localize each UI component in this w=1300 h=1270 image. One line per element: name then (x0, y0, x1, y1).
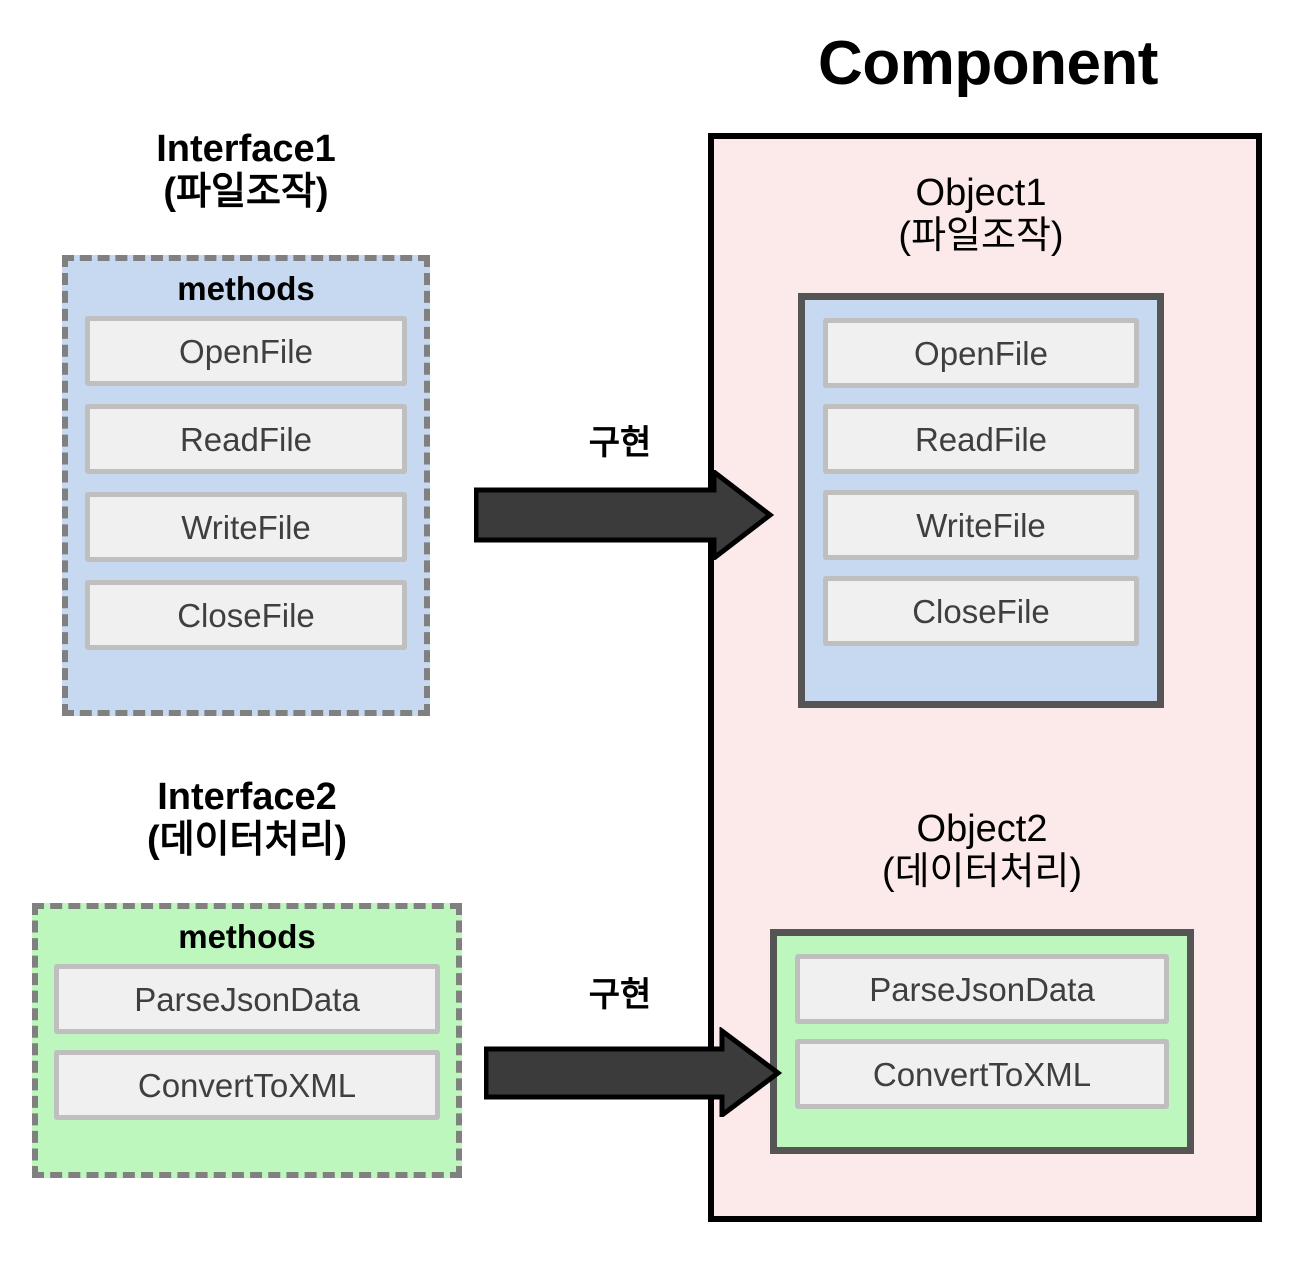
interface2-methods-label: methods (178, 918, 316, 955)
interface1-method-closefile[interactable]: CloseFile (85, 580, 407, 650)
interface2-title: Interface2 (데이터처리) (32, 776, 462, 861)
object2-title-line2: (데이터처리) (881, 850, 1083, 893)
object1-method-closefile[interactable]: CloseFile (823, 576, 1139, 646)
interface1-title-line2: (파일조작) (163, 170, 329, 213)
object2-method-parsejsondata[interactable]: ParseJsonData (795, 954, 1169, 1024)
object1-title-line2: (파일조작) (898, 214, 1064, 257)
interface1-method-writefile[interactable]: WriteFile (85, 492, 407, 562)
object2-box: ParseJsonData ConvertToXML (770, 929, 1194, 1154)
interface2-box: methods ParseJsonData ConvertToXML (32, 903, 462, 1178)
object1-box: OpenFile ReadFile WriteFile CloseFile (798, 293, 1164, 708)
object1-method-writefile[interactable]: WriteFile (823, 490, 1139, 560)
interface1-title-line1: Interface1 (156, 128, 336, 170)
object1-method-readfile[interactable]: ReadFile (823, 404, 1139, 474)
interface1-methods-label: methods (177, 270, 315, 307)
interface2-title-line2: (데이터처리) (146, 818, 348, 861)
object1-title-line1: Object1 (915, 172, 1047, 214)
object2-method-converttoxml[interactable]: ConvertToXML (795, 1039, 1169, 1109)
interface1-method-openfile[interactable]: OpenFile (85, 316, 407, 386)
object1-method-openfile[interactable]: OpenFile (823, 318, 1139, 388)
component-title: Component (818, 29, 1158, 98)
interface1-box: methods OpenFile ReadFile WriteFile Clos… (62, 255, 430, 716)
interface2-title-line1: Interface2 (157, 776, 337, 818)
object2-title: Object2 (데이터처리) (770, 808, 1194, 893)
interface2-method-parsejsondata[interactable]: ParseJsonData (54, 964, 440, 1034)
arrow1-label: 구현 (588, 424, 652, 462)
interface2-method-converttoxml[interactable]: ConvertToXML (54, 1050, 440, 1120)
interface1-title: Interface1 (파일조작) (62, 128, 430, 213)
implements-arrow-1 (474, 470, 774, 560)
interface1-method-readfile[interactable]: ReadFile (85, 404, 407, 474)
object2-title-line1: Object2 (916, 808, 1048, 850)
arrow2-label: 구현 (588, 976, 652, 1014)
implements-arrow-2 (484, 1027, 783, 1117)
object1-title: Object1 (파일조작) (798, 172, 1164, 257)
